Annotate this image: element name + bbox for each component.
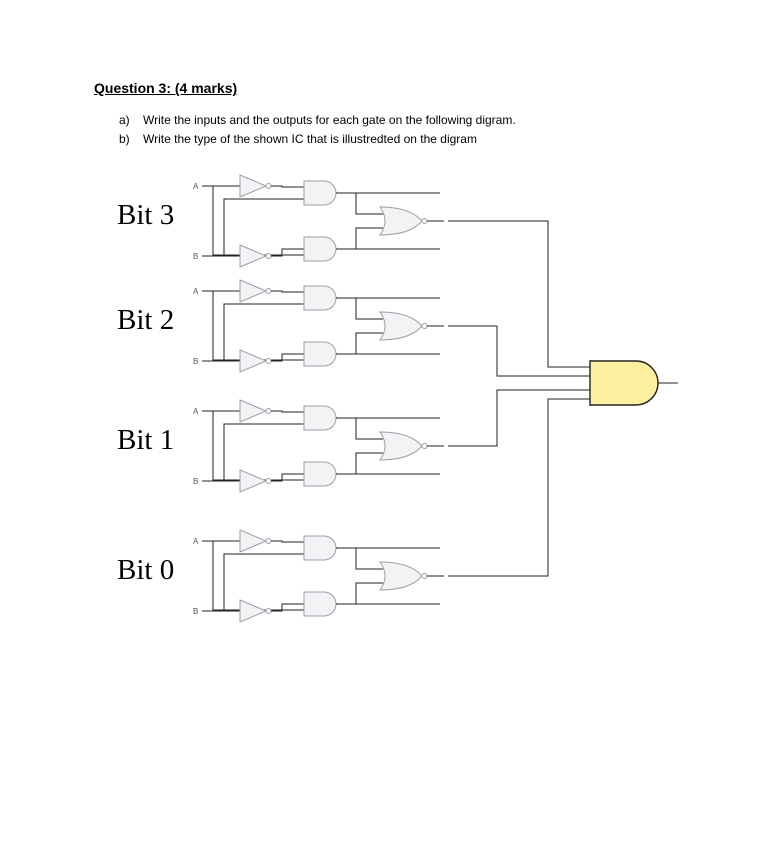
input-a-label: A xyxy=(193,407,199,416)
and-gate-upper xyxy=(303,180,337,206)
and-lower-to-nor-wire xyxy=(336,582,383,605)
nor-gate-bubble xyxy=(421,218,428,224)
a-branch-wire xyxy=(212,411,304,481)
not-a-to-and-wire xyxy=(271,410,304,413)
input-b-label: B xyxy=(193,607,198,616)
not-a-to-and-wire xyxy=(271,540,304,543)
and-gate-lower xyxy=(303,341,337,367)
not-gate-a xyxy=(239,174,268,198)
and-lower-to-nor-wire xyxy=(336,332,383,355)
not-b-to-and-wire xyxy=(271,473,304,482)
not-gate-b xyxy=(239,244,268,268)
and-upper-to-nor-wire xyxy=(336,297,383,320)
not-gate-b xyxy=(239,469,268,493)
bit-label: Bit 2 xyxy=(117,304,174,336)
not-a-to-and-wire xyxy=(271,185,304,188)
nor-gate xyxy=(379,431,423,461)
not-gate-a-bubble xyxy=(265,288,272,294)
and-upper-to-nor-wire xyxy=(336,417,383,440)
b-branch-wire xyxy=(223,303,304,361)
input-b-label: B xyxy=(193,477,198,486)
question-heading: Question 3: (4 marks) xyxy=(94,80,238,96)
not-b-to-and-wire xyxy=(271,603,304,612)
bit3-to-final-wire xyxy=(448,220,590,368)
and-gate-lower xyxy=(303,236,337,262)
part-b-text: Write the type of the shown IC that is i… xyxy=(143,132,477,146)
bit0-to-final-wire xyxy=(448,398,590,577)
and-lower-to-nor-wire xyxy=(336,227,383,250)
nor-gate xyxy=(379,311,423,341)
part-a-label: a) xyxy=(119,113,130,127)
b-branch-wire xyxy=(223,198,304,256)
not-a-to-and-wire xyxy=(271,290,304,293)
and-lower-to-nor-wire xyxy=(336,452,383,475)
not-gate-a xyxy=(239,399,268,423)
and-gate-lower xyxy=(303,461,337,487)
nor-gate-bubble xyxy=(421,323,428,329)
bit-label: Bit 0 xyxy=(117,554,174,586)
not-gate-b xyxy=(239,349,268,373)
not-gate-b-bubble xyxy=(265,358,272,364)
b-branch-wire xyxy=(223,423,304,481)
not-gate-b-bubble xyxy=(265,253,272,259)
not-gate-a-bubble xyxy=(265,183,272,189)
not-gate-a-bubble xyxy=(265,408,272,414)
combining-wires xyxy=(448,220,590,577)
nor-gate-bubble xyxy=(421,443,428,449)
question-part-a: a) Write the inputs and the outputs for e… xyxy=(119,113,516,127)
not-gate-b-bubble xyxy=(265,478,272,484)
stage-bit-1: Bit 1 A B xyxy=(117,399,444,493)
not-gate-a-bubble xyxy=(265,538,272,544)
nor-gate xyxy=(379,561,423,591)
final-and-gate xyxy=(589,360,678,406)
stage-bit-0: Bit 0 A B xyxy=(117,529,444,623)
not-gate-a xyxy=(239,529,268,553)
input-b-label: B xyxy=(193,252,198,261)
not-b-to-and-wire xyxy=(271,353,304,362)
nor-gate xyxy=(379,206,423,236)
part-b-label: b) xyxy=(119,132,130,146)
stage-bit-3: Bit 3 A B xyxy=(117,174,444,268)
input-a-label: A xyxy=(193,287,199,296)
input-a-label: A xyxy=(193,182,199,191)
final-and-gate-body xyxy=(589,360,659,406)
a-branch-wire xyxy=(212,291,304,361)
bit2-to-final-wire xyxy=(448,325,590,377)
not-b-to-and-wire xyxy=(271,248,304,257)
bit-label: Bit 1 xyxy=(117,424,174,456)
not-gate-b xyxy=(239,599,268,623)
input-a-label: A xyxy=(193,537,199,546)
b-branch-wire xyxy=(223,553,304,611)
a-branch-wire xyxy=(212,541,304,611)
part-a-text: Write the inputs and the outputs for eac… xyxy=(143,113,516,127)
not-gate-b-bubble xyxy=(265,608,272,614)
and-upper-to-nor-wire xyxy=(336,547,383,570)
input-b-label: B xyxy=(193,357,198,366)
and-gate-lower xyxy=(303,591,337,617)
bit-label: Bit 3 xyxy=(117,199,174,231)
and-upper-to-nor-wire xyxy=(336,192,383,215)
bit1-to-final-wire xyxy=(448,389,590,447)
question-part-b: b) Write the type of the shown IC that is… xyxy=(119,132,477,146)
not-gate-a xyxy=(239,279,268,303)
and-gate-upper xyxy=(303,535,337,561)
and-gate-upper xyxy=(303,285,337,311)
and-gate-upper xyxy=(303,405,337,431)
stage-bit-2: Bit 2 A B xyxy=(117,279,444,373)
nor-gate-bubble xyxy=(421,573,428,579)
a-branch-wire xyxy=(212,186,304,256)
